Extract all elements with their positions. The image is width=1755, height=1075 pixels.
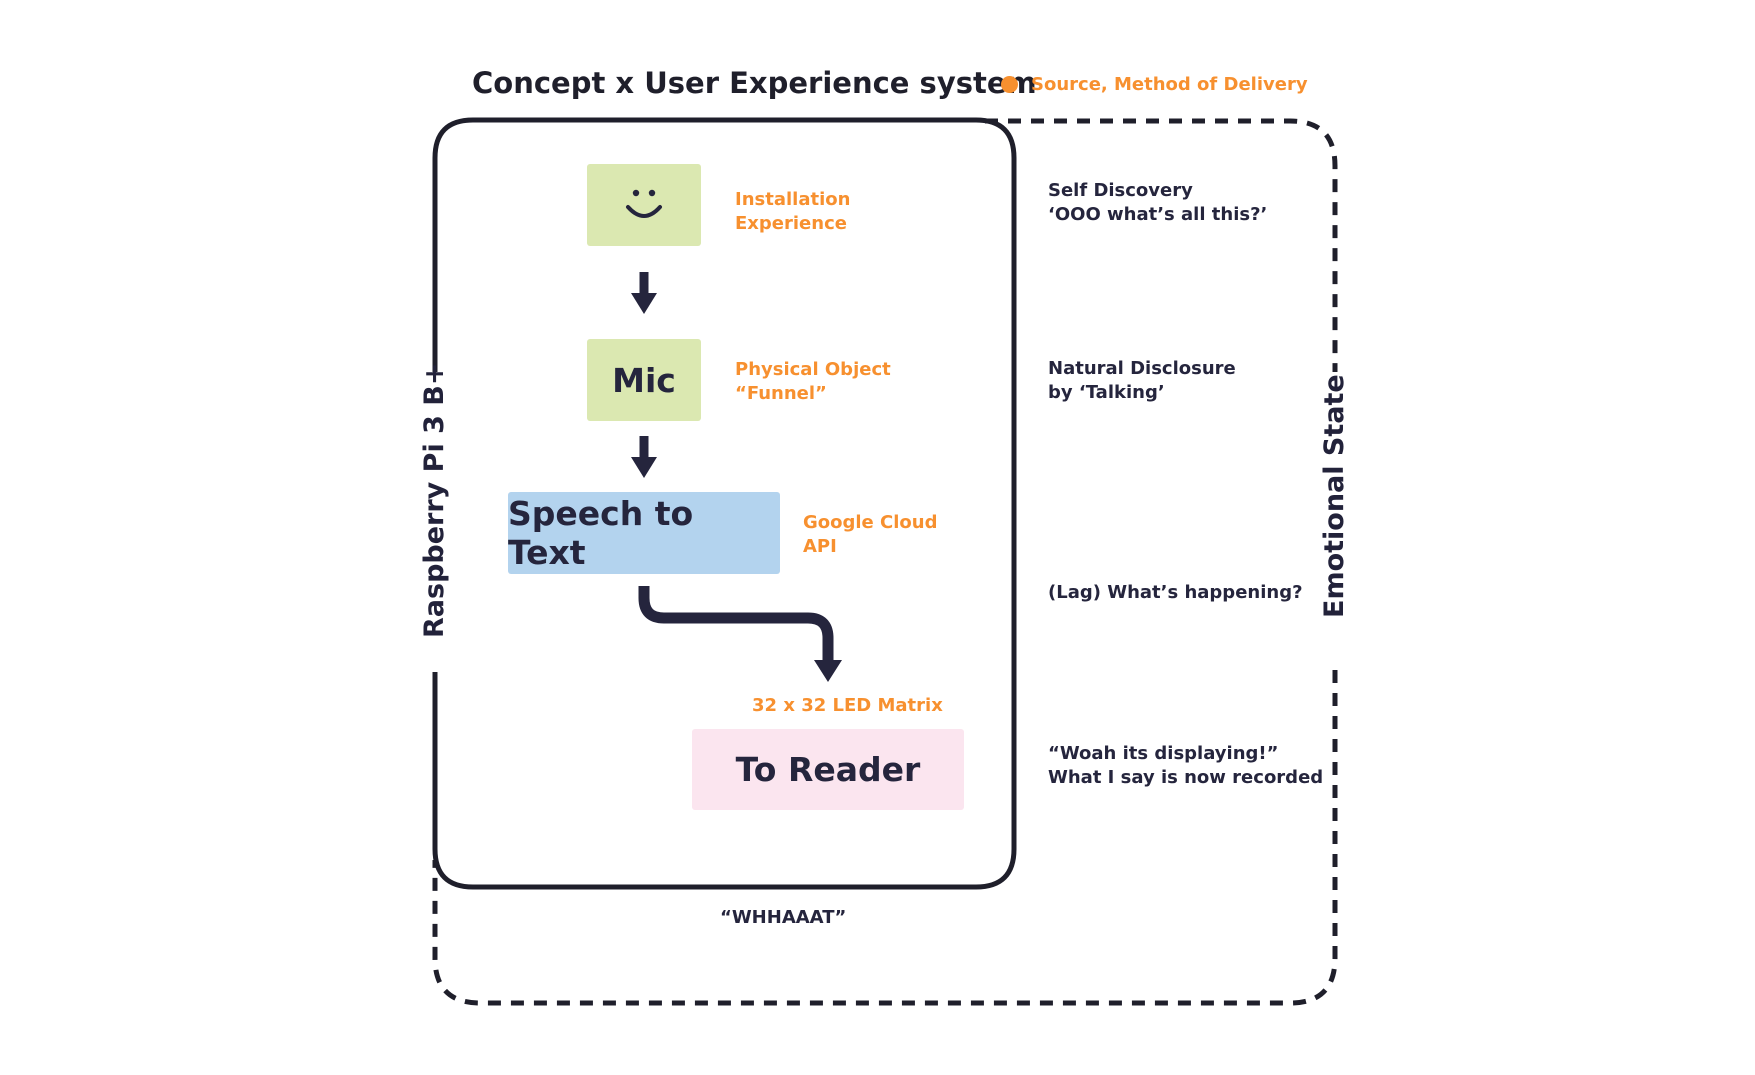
emotional-state-2-line-1: Natural Disclosure (1048, 358, 1236, 379)
emotional-state-boundary-lower (432, 670, 1338, 1006)
emotional-state-4-line-2: What I say is now recorded (1048, 767, 1324, 788)
installation-source-line-1: Installation (735, 189, 851, 210)
emotional-state-3: (Lag) What’s happening? (1048, 581, 1303, 605)
mic-source-line-2: “Funnel” (735, 383, 827, 404)
emotional-state-1-line-2: ‘OOO what’s all this?’ (1048, 204, 1268, 225)
smiley-face-icon (626, 189, 662, 218)
mic-source-label: Physical Object “Funnel” (735, 358, 891, 406)
legend: Source, Method of Delivery (1001, 74, 1308, 95)
mic-node: Mic (587, 339, 701, 421)
raspberry-pi-label: Raspberry Pi 3 B+ (419, 362, 450, 638)
arrow-mic-to-speech (631, 436, 657, 478)
arrow-installation-to-mic (631, 272, 657, 314)
mic-source-line-1: Physical Object (735, 359, 891, 380)
legend-orange-dot-icon (1001, 76, 1018, 93)
emotional-state-2-line-2: by ‘Talking’ (1048, 382, 1165, 403)
to-reader-node: To Reader (692, 729, 964, 810)
emotional-state-label: Emotional State (1319, 374, 1350, 618)
reader-source-label: 32 x 32 LED Matrix (752, 694, 943, 718)
speech-source-line-2: API (803, 536, 837, 557)
installation-source-line-2: Experience (735, 213, 847, 234)
raspberry-pi-boundary (432, 117, 1017, 890)
arrow-speech-to-reader (638, 586, 842, 682)
installation-source-label: Installation Experience (735, 188, 850, 236)
emotional-state-1-line-1: Self Discovery (1048, 180, 1193, 201)
emotional-state-2: Natural Disclosure by ‘Talking’ (1048, 357, 1236, 405)
emotional-state-1: Self Discovery ‘OOO what’s all this?’ (1048, 179, 1267, 227)
diagram-title: Concept x User Experience system (472, 66, 1037, 100)
emotional-state-3-line-1: (Lag) What’s happening? (1048, 582, 1303, 603)
speech-to-text-node: Speech to Text (508, 492, 780, 574)
reader-source-line-1: 32 x 32 LED Matrix (752, 695, 943, 716)
legend-label: Source, Method of Delivery (1031, 74, 1308, 95)
outcome-label: “WHHAAAT” (720, 907, 847, 928)
speech-source-label: Google Cloud API (803, 511, 937, 559)
installation-node (587, 164, 701, 246)
speech-source-line-1: Google Cloud (803, 512, 938, 533)
emotional-state-4: “Woah its displaying!” What I say is now… (1048, 742, 1323, 790)
emotional-state-boundary (985, 118, 1338, 372)
emotional-state-4-line-1: “Woah its displaying!” (1048, 743, 1279, 764)
